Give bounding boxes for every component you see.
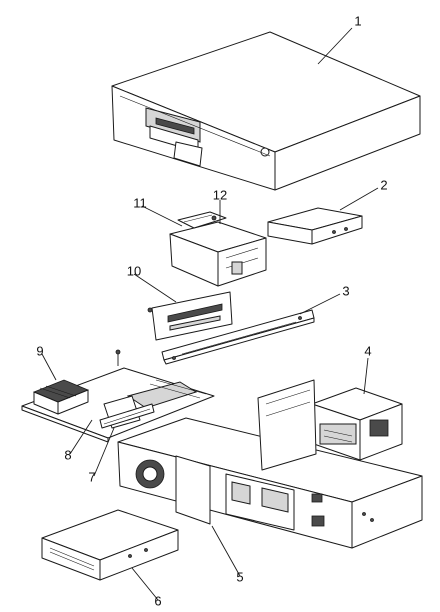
power-supply <box>311 387 403 461</box>
leader-6 <box>131 567 159 601</box>
callout-3: 3 <box>342 283 349 298</box>
callout-10: 10 <box>127 263 141 278</box>
leader-lines <box>41 27 379 601</box>
leader-5 <box>211 525 241 577</box>
hard-disk-drive <box>267 207 363 245</box>
callout-5: 5 <box>236 569 243 584</box>
leader-7 <box>93 427 115 477</box>
callout-7: 7 <box>88 469 95 484</box>
leader-11 <box>141 205 183 227</box>
callout-4: 4 <box>364 343 371 358</box>
chassis <box>117 379 423 549</box>
leader-4 <box>363 357 369 395</box>
callout-11: 11 <box>133 195 147 210</box>
callout-6: 6 <box>154 593 161 608</box>
riser-card <box>147 291 233 341</box>
support-rail <box>161 309 315 365</box>
leader-1 <box>317 27 353 65</box>
optical-drive <box>41 509 179 581</box>
leader-3 <box>299 293 341 315</box>
top-cover <box>111 31 421 191</box>
callout-labels: 1 2 3 4 5 6 7 8 9 10 11 12 <box>36 13 387 608</box>
callout-8: 8 <box>64 447 71 462</box>
callout-1: 1 <box>354 13 361 28</box>
leader-9 <box>41 353 57 381</box>
callout-12: 12 <box>213 187 227 202</box>
callout-2: 2 <box>380 177 387 192</box>
drive-cage <box>169 221 267 287</box>
heat-sink <box>32 379 90 415</box>
leader-8 <box>69 419 93 455</box>
leader-10 <box>133 273 177 303</box>
drive-bracket <box>177 211 227 229</box>
leader-2 <box>339 187 379 211</box>
callout-9: 9 <box>36 343 43 358</box>
memory-module <box>99 403 155 429</box>
